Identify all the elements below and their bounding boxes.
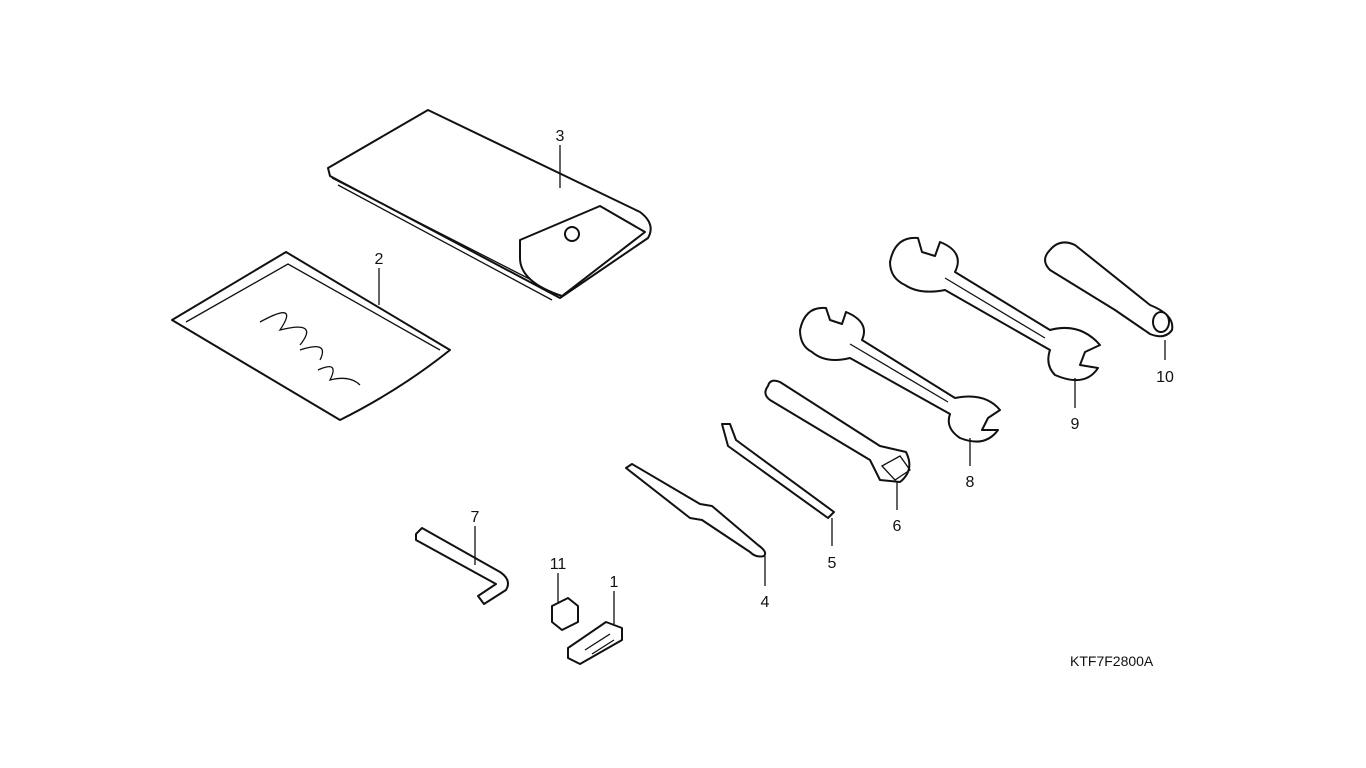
callout-1: 1 [610,574,619,591]
spark-plug-wrench [764,379,911,483]
open-end-wrench-large [889,236,1101,382]
callout-6: 6 [893,518,902,535]
clip [567,621,623,665]
callout-4: 4 [761,594,770,611]
callout-5: 5 [828,555,837,572]
callout-7: 7 [471,509,480,526]
callout-8: 8 [966,474,975,491]
callout-3: 3 [556,128,565,145]
screwdriver-grip [1044,241,1174,338]
fuse [551,597,579,631]
document-bag [171,251,451,421]
tool-bag [327,109,652,301]
handle-bar [721,423,835,519]
hex-wrench [415,527,509,605]
screwdriver [625,463,767,558]
leader-lines [378,145,1166,624]
callout-2: 2 [375,251,384,268]
callout-9: 9 [1071,416,1080,433]
open-end-wrench-small [799,306,1001,443]
callout-11: 11 [550,556,567,573]
callout-10: 10 [1156,369,1174,386]
diagram-code: KTF7F2800A [1070,653,1154,669]
